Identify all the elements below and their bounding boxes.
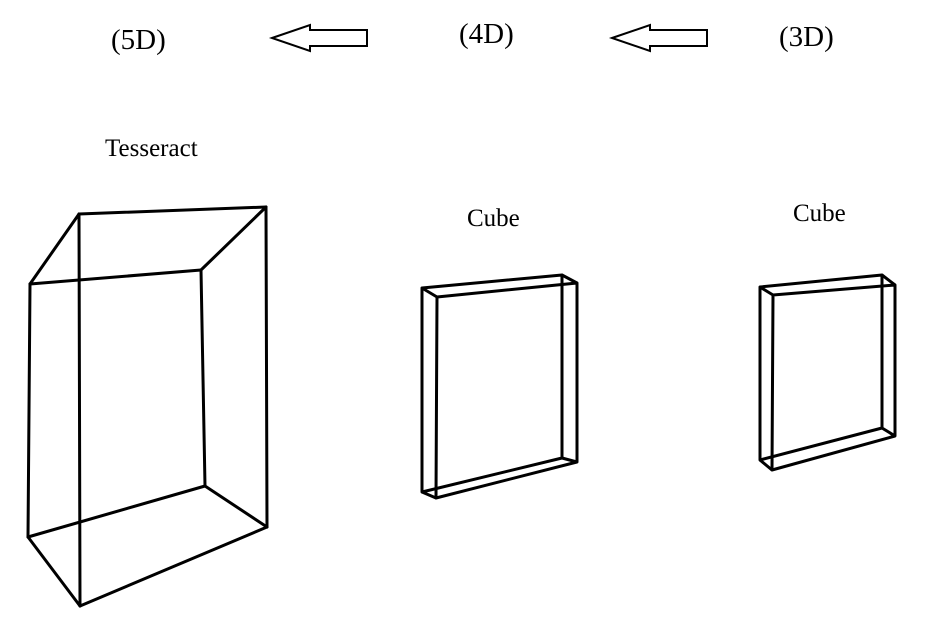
label-5d: (5D) <box>111 24 166 56</box>
label-4d: (4D) <box>459 18 514 50</box>
arrow-left-icon <box>268 23 368 53</box>
cube-3d-shape <box>758 273 897 472</box>
tesseract-shape <box>26 205 269 608</box>
arrow-left-icon <box>608 23 708 53</box>
label-cube-4d: Cube <box>467 205 520 232</box>
label-cube-3d: Cube <box>793 200 846 227</box>
cube-4d-shape <box>420 273 579 500</box>
label-tesseract: Tesseract <box>105 135 198 162</box>
label-3d: (3D) <box>779 21 834 53</box>
